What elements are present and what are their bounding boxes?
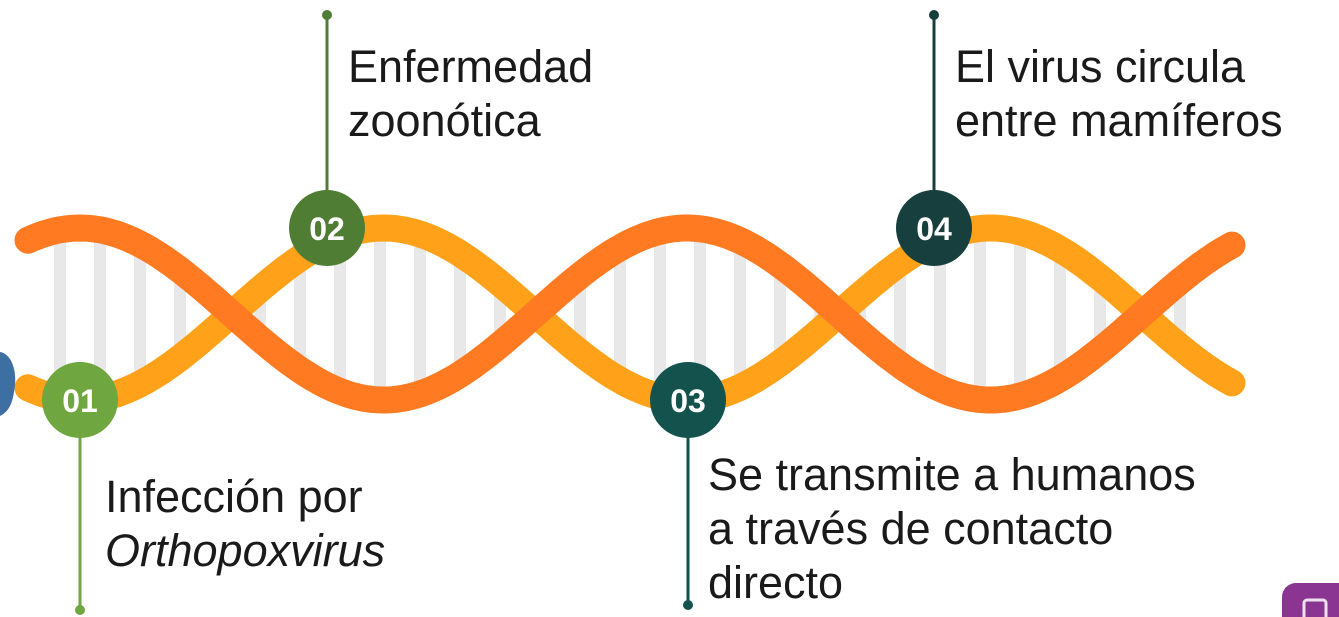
- connector-04-dot: [929, 10, 939, 20]
- step-01-line-2: Orthopoxvirus: [105, 525, 386, 576]
- dna-rung: [654, 231, 666, 397]
- dna-rung: [1014, 231, 1026, 397]
- dna-strand-front: [14, 214, 1246, 414]
- dna-rung: [774, 264, 786, 364]
- dna-rung: [694, 228, 706, 400]
- step-label-03: Se transmite a humanos a través de conta…: [708, 448, 1196, 610]
- dna-rung: [454, 253, 466, 375]
- connector-02-dot: [322, 10, 332, 20]
- step-number-04: 04: [916, 211, 952, 247]
- dna-rung: [894, 263, 906, 365]
- dna-rung: [54, 229, 66, 399]
- dna-rungs: [54, 228, 1186, 400]
- dna-rung: [94, 229, 106, 399]
- step-number-03: 03: [670, 383, 706, 419]
- dna-rung: [294, 258, 306, 370]
- step-02-line-2: zoonótica: [348, 95, 541, 146]
- step-number-02: 02: [309, 211, 345, 247]
- step-badge-01: 01: [42, 362, 118, 438]
- dna-rung: [414, 234, 426, 394]
- step-label-02: Enfermedad zoonótica: [348, 40, 593, 148]
- left-edge-fragment: [0, 352, 16, 416]
- corner-tab: [1282, 583, 1339, 617]
- dna-rung: [934, 239, 946, 389]
- step-04-line-1: El virus circula: [955, 41, 1246, 92]
- step-badge-03: 03: [650, 362, 726, 438]
- dna-rung: [174, 270, 186, 358]
- dna-rung: [1054, 249, 1066, 379]
- step-03-line-1: Se transmite a humanos: [708, 449, 1196, 500]
- dna-rung: [334, 236, 346, 392]
- step-badge-02: 02: [289, 190, 365, 266]
- step-03-line-3: directo: [708, 557, 844, 608]
- step-number-01: 01: [62, 383, 98, 419]
- dna-rung: [134, 244, 146, 384]
- step-02-line-1: Enfermedad: [348, 41, 594, 92]
- dna-rung: [974, 228, 986, 400]
- step-badge-04: 04: [896, 190, 972, 266]
- step-label-01: Infección por Orthopoxvirus: [105, 470, 385, 578]
- dna-rung: [734, 240, 746, 388]
- step-label-04: El virus circula entre mamíferos: [955, 40, 1283, 148]
- dna-rung: [374, 228, 386, 400]
- step-03-line-2: a través de contacto: [708, 503, 1114, 554]
- connector-03-dot: [683, 600, 693, 610]
- step-01-line-1: Infección por: [105, 471, 363, 522]
- dna-rung: [614, 247, 626, 381]
- connector-01-dot: [75, 605, 85, 615]
- step-04-line-2: entre mamíferos: [955, 95, 1283, 146]
